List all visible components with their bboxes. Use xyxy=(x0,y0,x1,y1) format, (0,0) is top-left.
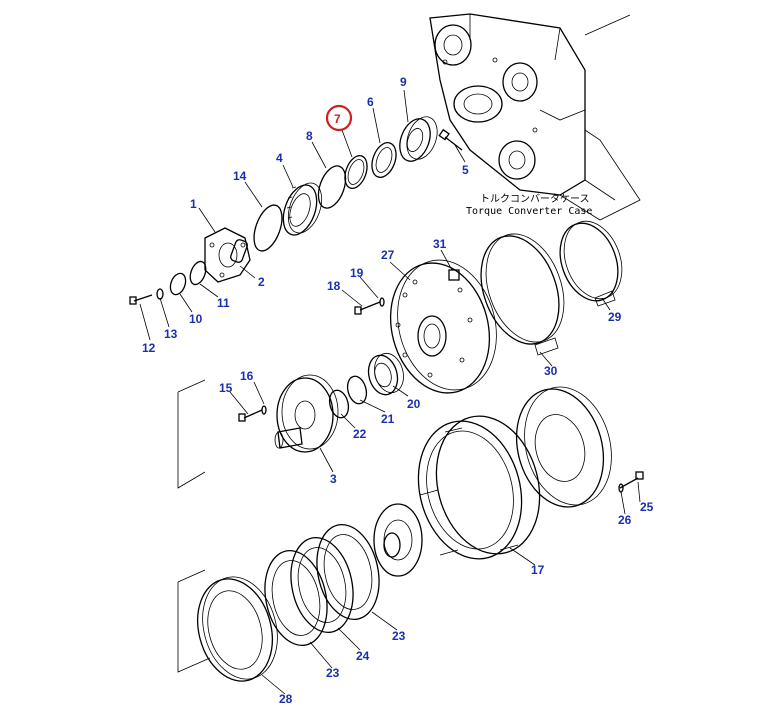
part-3-gear xyxy=(274,374,339,453)
part-24-friction-disc xyxy=(290,536,354,634)
callout-27[interactable]: 27 xyxy=(381,248,395,262)
callout-28[interactable]: 28 xyxy=(279,692,293,706)
part-23-plate-upper xyxy=(316,523,380,621)
part-12-bolt xyxy=(129,294,153,305)
leader-lines xyxy=(139,89,641,695)
callout-3[interactable]: 3 xyxy=(330,472,337,486)
case-caption: トルクコンバータケース Torque Converter Case xyxy=(466,193,592,217)
part-14-snap-ring xyxy=(253,204,283,252)
callout-20[interactable]: 20 xyxy=(407,397,421,411)
callout-15[interactable]: 15 xyxy=(219,381,233,395)
callout-26[interactable]: 26 xyxy=(618,513,632,527)
part-18-bolt xyxy=(354,301,381,315)
callout-24[interactable]: 24 xyxy=(356,649,370,663)
part-29-seal-ring xyxy=(559,220,623,307)
callout-13[interactable]: 13 xyxy=(164,327,178,341)
callout-10[interactable]: 10 xyxy=(189,312,203,326)
part-7-snap-ring xyxy=(344,155,368,189)
part-8-o-ring xyxy=(317,165,347,209)
callout-23-upper[interactable]: 23 xyxy=(392,629,406,643)
part-19-washer xyxy=(379,297,385,307)
callout-17[interactable]: 17 xyxy=(531,563,545,577)
callout-30[interactable]: 30 xyxy=(544,364,558,378)
callout-14[interactable]: 14 xyxy=(233,169,247,183)
callout-23-lower[interactable]: 23 xyxy=(326,666,340,680)
callout-12[interactable]: 12 xyxy=(142,341,156,355)
callout-9[interactable]: 9 xyxy=(400,75,407,89)
callout-19[interactable]: 19 xyxy=(350,266,364,280)
torque-converter-case xyxy=(429,13,641,221)
part-9-bearing xyxy=(399,116,438,162)
callout-16[interactable]: 16 xyxy=(240,369,254,383)
part-27-plate xyxy=(389,259,497,394)
callout-29[interactable]: 29 xyxy=(608,310,622,324)
callout-21[interactable]: 21 xyxy=(381,412,395,426)
callout-7-highlighted[interactable]: 7 xyxy=(334,112,341,126)
part-25-bolt xyxy=(619,471,644,489)
part-disc-carrier xyxy=(373,503,423,577)
callout-4[interactable]: 4 xyxy=(276,151,283,165)
part-30-seal-ring xyxy=(480,233,565,356)
part-20-bearing xyxy=(367,352,404,396)
part-17-housing xyxy=(417,415,541,560)
callout-5[interactable]: 5 xyxy=(462,163,469,177)
part-23-plate-lower xyxy=(264,549,328,647)
callout-18[interactable]: 18 xyxy=(327,279,341,293)
callout-22[interactable]: 22 xyxy=(353,427,367,441)
frame-lines xyxy=(177,379,211,673)
callout-8[interactable]: 8 xyxy=(306,129,313,143)
callout-6[interactable]: 6 xyxy=(367,95,374,109)
part-10-washer xyxy=(169,272,187,296)
callout-2[interactable]: 2 xyxy=(258,275,265,289)
part-16-washer xyxy=(261,405,267,415)
part-11-o-ring xyxy=(189,260,207,286)
part-1-flange xyxy=(204,227,251,283)
callout-11[interactable]: 11 xyxy=(217,296,230,310)
callout-1[interactable]: 1 xyxy=(190,197,197,211)
part-5-bolt xyxy=(438,128,463,151)
part-6-ring xyxy=(371,142,397,178)
part-4-hub xyxy=(282,182,323,236)
callout-25[interactable]: 25 xyxy=(640,500,654,514)
part-22-snap-ring xyxy=(328,389,350,419)
part-13-washer xyxy=(156,288,164,300)
part-15-bolt xyxy=(238,409,263,422)
callout-labels[interactable]: 1 2 3 4 5 6 7 8 9 10 11 12 13 14 15 16 1… xyxy=(142,75,654,706)
caption-japanese: トルクコンバータケース xyxy=(480,193,590,205)
part-28-plate xyxy=(197,576,278,682)
callout-31[interactable]: 31 xyxy=(433,237,447,251)
part-17-inner-drum xyxy=(515,386,612,508)
highlight-circle-7 xyxy=(325,104,353,132)
caption-english: Torque Converter Case xyxy=(466,206,592,217)
part-21-snap-ring xyxy=(346,375,368,405)
